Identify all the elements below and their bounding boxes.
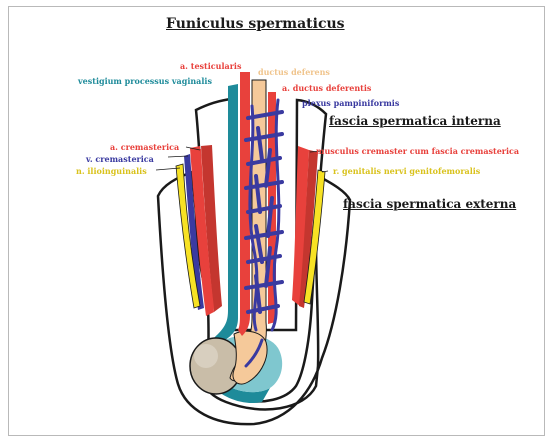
label-fascia-spermatica-externa: fascia spermatica externa [343, 197, 516, 211]
testis-shading [194, 344, 218, 368]
a-testicularis-vessel [238, 72, 250, 336]
label-a-ductus-deferentis: a. ductus deferentis [282, 83, 371, 93]
label-plexus-pampiniformis: plexus pampiniformis [302, 98, 399, 108]
label-fascia-spermatica-interna: fascia spermatica interna [329, 114, 501, 128]
label-musculus-cremaster: musculus cremaster cum fascia cremasteri… [316, 146, 519, 156]
label-vestigium-processus-vaginalis: vestigium processus vaginalis [78, 76, 212, 86]
label-ductus-deferens: ductus deferens [258, 67, 330, 77]
label-a-cremasterica: a. cremasterica [110, 142, 179, 152]
label-n-ilioinguinalis: n. ilioinguinalis [76, 166, 147, 176]
diagram-title: Funiculus spermaticus [166, 16, 345, 32]
testis [190, 338, 242, 394]
label-r-genitalis-nervi-genitofemoralis: r. genitalis nervi genitofemoralis [333, 166, 480, 176]
label-a-testicularis: a. testicularis [180, 61, 241, 71]
label-v-cremasterica: v. cremasterica [86, 154, 154, 164]
